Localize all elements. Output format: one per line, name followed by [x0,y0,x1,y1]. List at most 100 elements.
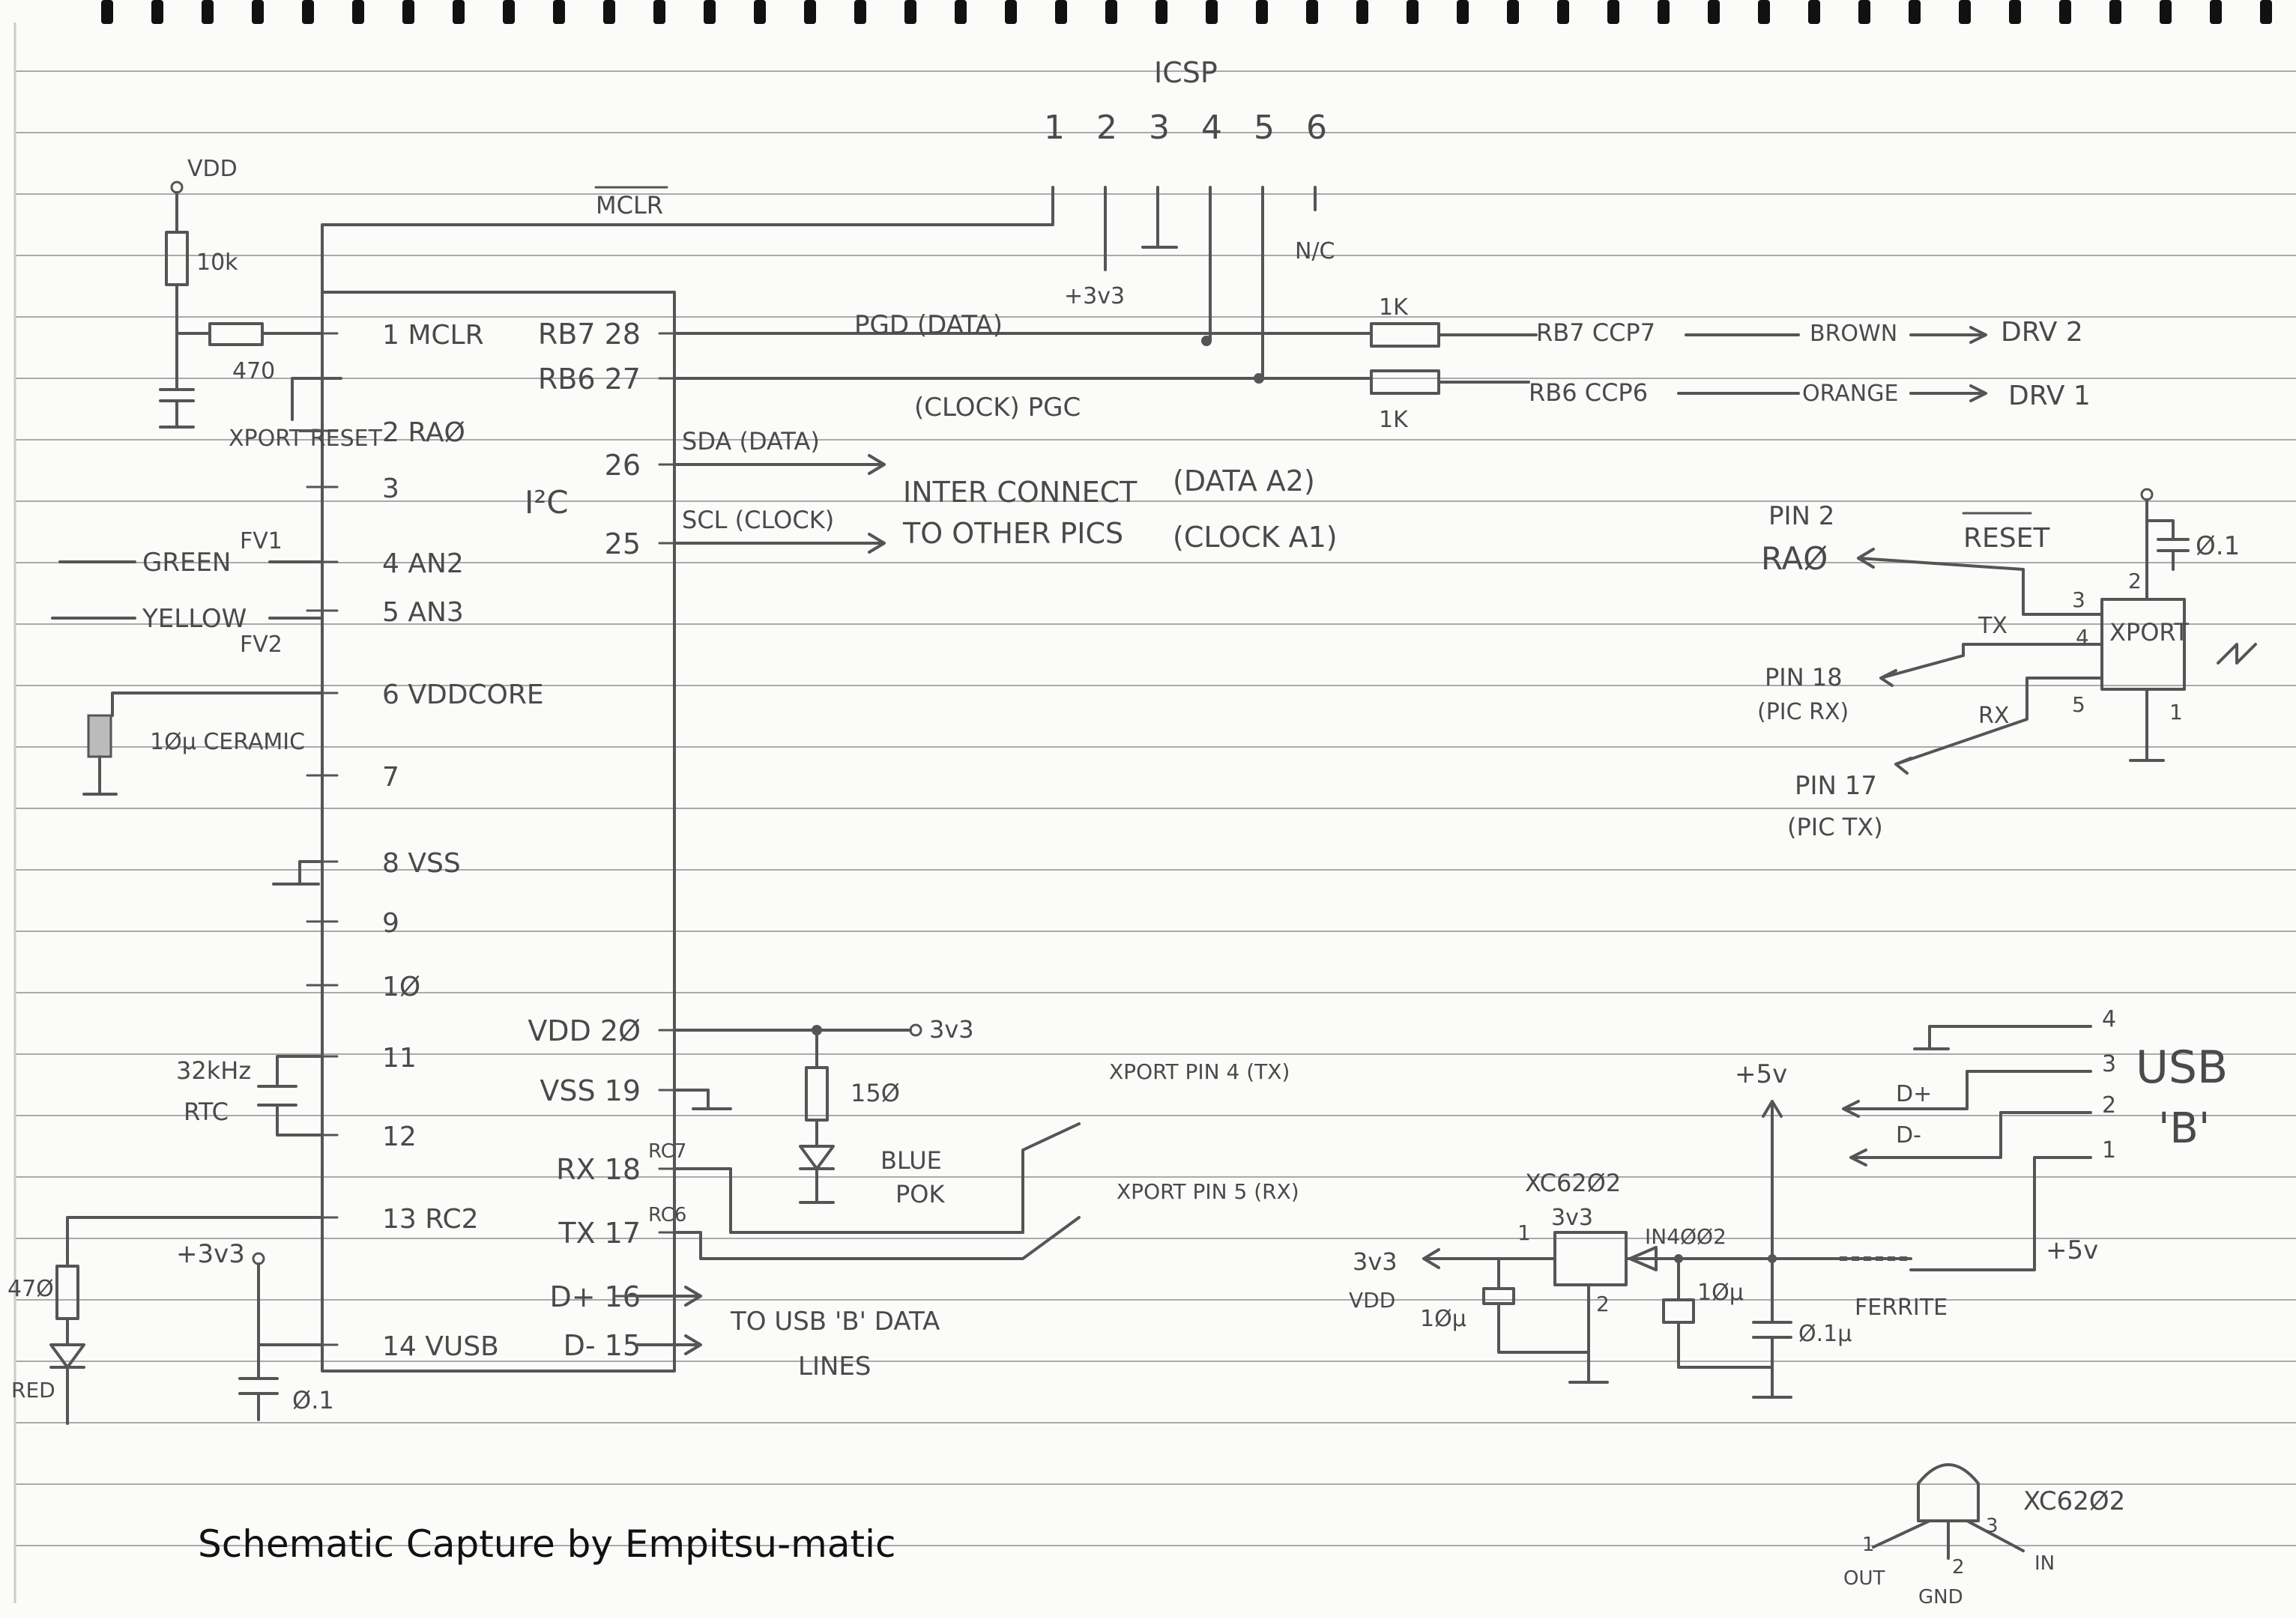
spiral-ring [2059,0,2071,24]
pic-left-pin-label: 8 VSS [382,848,461,879]
pic-left-pin-label: 4 AN2 [382,548,464,579]
yellow-label: YELLOW [142,604,247,634]
xport-pin3-num: 3 [2072,587,2085,612]
spiral-ring [151,0,163,24]
spiral-ring [1457,0,1469,24]
spiral-ring [1055,0,1067,24]
spiral-ring [101,0,113,24]
spiral-ring [1909,0,1921,24]
icsp-title: ICSP [1154,56,1218,89]
diode-icon [1628,1246,1658,1271]
spiral-binding [101,0,2272,24]
usb-pin2: 2 [2102,1092,2116,1119]
spiral-ring [553,0,565,24]
xport-pin4-label: XPORT PIN 4 (TX) [1109,1059,1290,1084]
spiral-ring [653,0,665,24]
spiral-ring [854,0,866,24]
pic-left-pin-label: 9 [382,908,399,939]
spiral-ring [2009,0,2021,24]
rtc-label: RTC [184,1098,229,1126]
rb7-ccp7: RB7 CCP7 [1536,318,1655,347]
pgd-label: PGD (DATA) [854,310,1003,340]
pic-left-pin-label: 7 [382,762,399,793]
pic-right-pin-label: VDD 2Ø [528,1014,641,1047]
icsp-pin-number: 1 [1044,109,1065,147]
pic-left-pin-label: 5 AN3 [382,597,464,628]
pic-chip [321,291,676,1373]
xport-pin2-num: 2 [2128,569,2142,593]
xport-pin5-label: XPORT PIN 5 (RX) [1117,1179,1299,1204]
data-a2: (DATA A2) [1173,464,1315,497]
reg-out-vdd: VDD [1349,1288,1395,1313]
blue-label: BLUE [880,1146,942,1175]
led-r470: 47Ø [7,1276,54,1302]
spiral-ring [2210,0,2222,24]
xport-pin18: PIN 18 [1765,663,1843,692]
spiral-ring [955,0,967,24]
pic-right-pin-label: RB6 27 [538,363,641,396]
usb-dplus: D+ [1896,1081,1932,1107]
pgc-label: (CLOCK) PGC [914,393,1081,423]
regulator-name: XC62Ø2 [1525,1169,1621,1197]
spiral-ring [1858,0,1870,24]
usb-title: USB [2136,1041,2228,1094]
pic-right-pin-label: VSS 19 [540,1074,641,1107]
spiral-ring [453,0,465,24]
reg-cap-10u-a: 1Øµ [1420,1306,1466,1332]
pic-left-pin-label: 12 [382,1122,417,1152]
spiral-ring [352,0,364,24]
vdd-3v3: 3v3 [929,1015,974,1044]
usb-pin1: 1 [2102,1137,2116,1163]
xport-pic-tx: (PIC TX) [1787,813,1883,841]
pinout-gnd: GND [1918,1586,1963,1609]
pinout-in: IN [2034,1552,2055,1575]
pic-right-pin-label: D- 15 [564,1329,641,1362]
pic-right-pin-label: TX 17 [558,1217,641,1250]
spiral-ring [1507,0,1519,24]
r150-label: 15Ø [851,1079,900,1107]
spiral-ring [1105,0,1117,24]
fv2-label: FV2 [240,632,283,658]
spiral-ring [302,0,314,24]
r1k-top: 1K [1379,294,1409,321]
xport-tx: TX [1978,613,2008,639]
spiral-ring [1607,0,1619,24]
r10k-label: 10k [196,249,238,276]
rc7-label: RC7 [648,1140,686,1163]
antenna-icon [2217,643,2257,665]
spiral-ring [754,0,766,24]
xport-rx: RX [1978,703,2009,729]
reg-cap-01u: Ø.1µ [1798,1321,1852,1347]
spiral-ring [1758,0,1770,24]
pic-left-pin-label: 1 MCLR [382,320,484,351]
icsp-pin-number: 6 [1306,109,1327,147]
usb-data-label-2: LINES [798,1352,871,1382]
caption: Schematic Capture by Empitsu-matic [198,1522,896,1566]
icsp-nc: N/C [1295,238,1335,264]
spiral-ring [202,0,214,24]
spiral-ring [402,0,414,24]
vusb-cap: Ø.1 [292,1386,334,1414]
ferrite-label: FERRITE [1855,1295,1948,1321]
pic-right-pin-label: RB7 28 [538,318,641,351]
pic-left-pin-label: 1Ø [382,972,420,1002]
drv1-label: DRV 1 [2008,381,2091,411]
spiral-ring [1808,0,1820,24]
spiral-ring [252,0,264,24]
regulator-pin2: 2 [1596,1292,1610,1316]
pok-label: POK [895,1180,945,1208]
usb-pin4: 4 [2102,1006,2116,1032]
pic-right-pin-label: RX 18 [556,1153,641,1186]
led-3v3: +3v3 [176,1239,245,1269]
spiral-ring [603,0,615,24]
usb-b: 'B' [2158,1104,2210,1153]
icsp-pin-number: 2 [1096,109,1117,147]
crystal-label: 32kHz [176,1056,251,1085]
spiral-ring [1306,0,1318,24]
regulator-5v: +5v [1735,1059,1787,1089]
xport-pin1-num: 1 [2169,700,2183,724]
led-red: RED [11,1378,55,1402]
spiral-ring [1658,0,1670,24]
